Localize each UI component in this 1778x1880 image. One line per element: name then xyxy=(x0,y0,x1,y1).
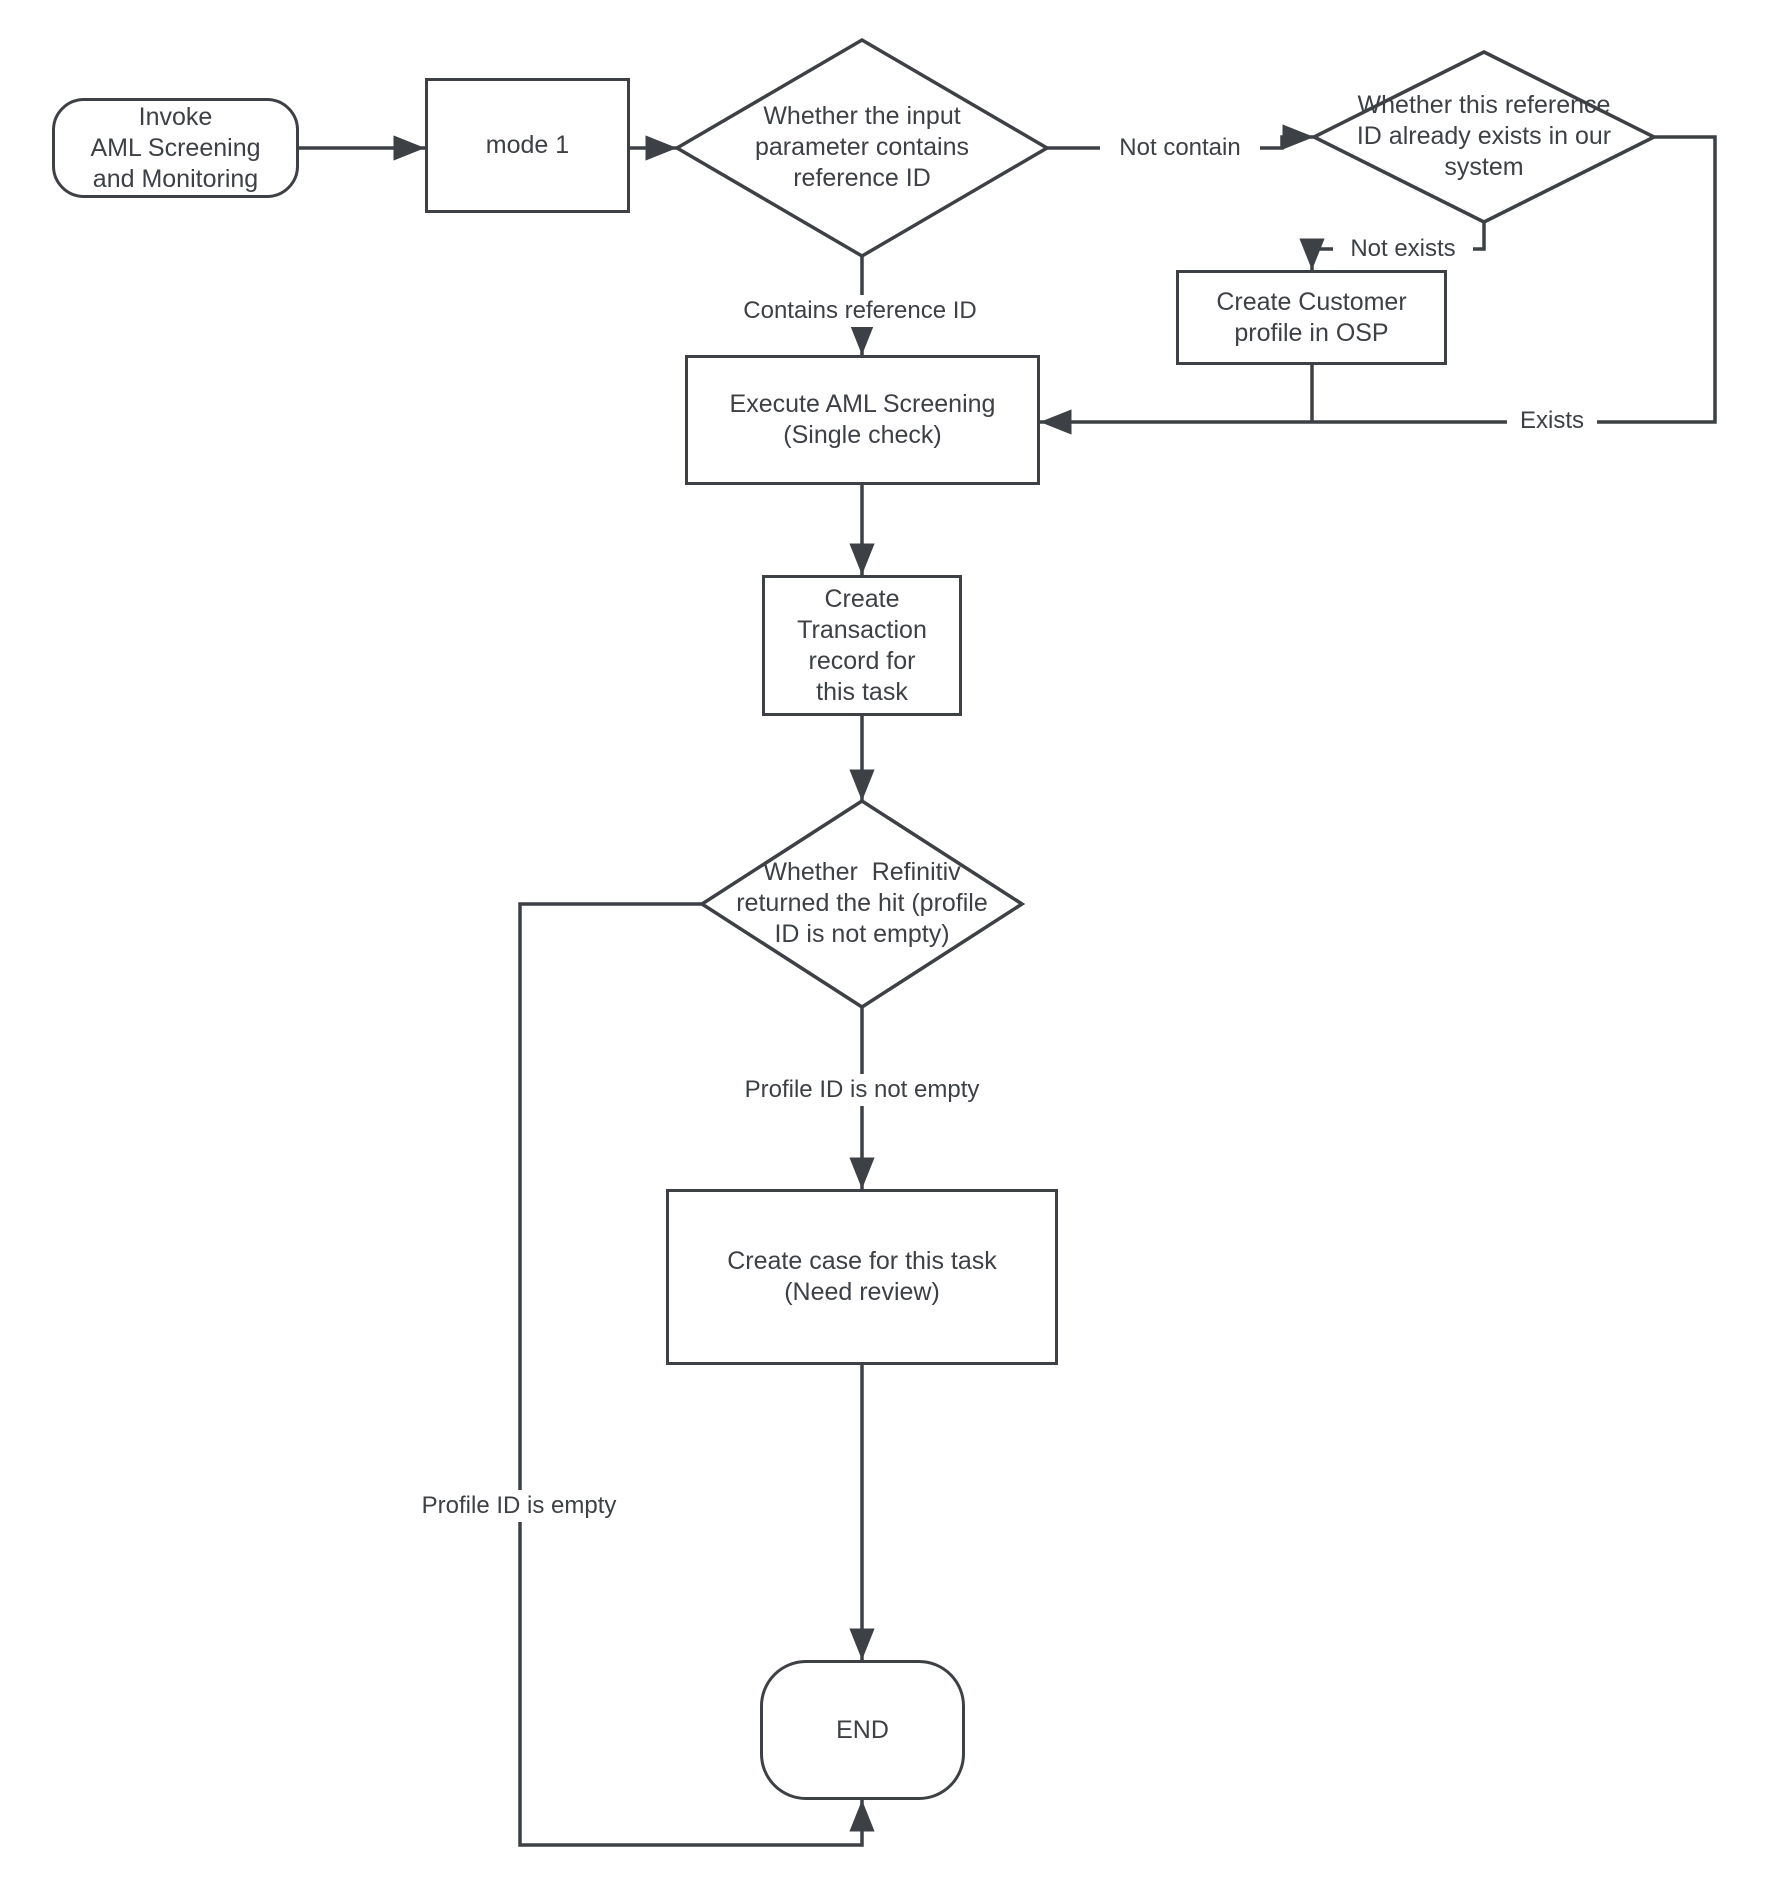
edge-label-exists: Exists xyxy=(1507,405,1597,437)
decision-hit-shape xyxy=(698,798,1026,1010)
process-execute-aml-screening-label: Execute AML Screening (Single check) xyxy=(729,390,996,449)
process-execute-aml-screening: Execute AML Screening (Single check) xyxy=(685,355,1040,485)
edge-label-contains-reference-id: Contains reference ID xyxy=(720,295,1000,327)
end-node: END xyxy=(760,1660,965,1800)
decision-ref-exists-shape xyxy=(1310,50,1658,224)
process-mode1-label: mode 1 xyxy=(485,131,570,159)
decision-contains-ref-shape xyxy=(673,37,1051,259)
start-node: Invoke AML Screening and Monitoring xyxy=(52,98,299,198)
end-node-label: END xyxy=(836,1715,889,1744)
process-mode1: mode 1 xyxy=(425,78,630,213)
process-create-customer-profile-label: Create Customer profile in OSP xyxy=(1216,287,1407,347)
start-node-label: Invoke AML Screening and Monitoring xyxy=(90,102,261,193)
process-create-customer-profile: Create Customer profile in OSP xyxy=(1176,270,1447,365)
edge-label-profile-id-empty: Profile ID is empty xyxy=(394,1490,644,1522)
process-create-transaction-record: Create Transaction record for this task xyxy=(762,575,962,716)
edge-label-not-exists: Not exists xyxy=(1333,233,1473,265)
process-create-case-label: Create case for this task (Need review) xyxy=(727,1247,997,1306)
process-create-case: Create case for this task (Need review) xyxy=(666,1189,1058,1365)
edge-label-not-contain: Not contain xyxy=(1100,132,1260,164)
edge-label-profile-id-not-empty: Profile ID is not empty xyxy=(717,1074,1007,1106)
process-create-transaction-record-label: Create Transaction record for this task xyxy=(797,584,927,706)
connector-exists xyxy=(1040,135,1717,435)
connector-profile-id-empty-loop xyxy=(518,902,875,1847)
